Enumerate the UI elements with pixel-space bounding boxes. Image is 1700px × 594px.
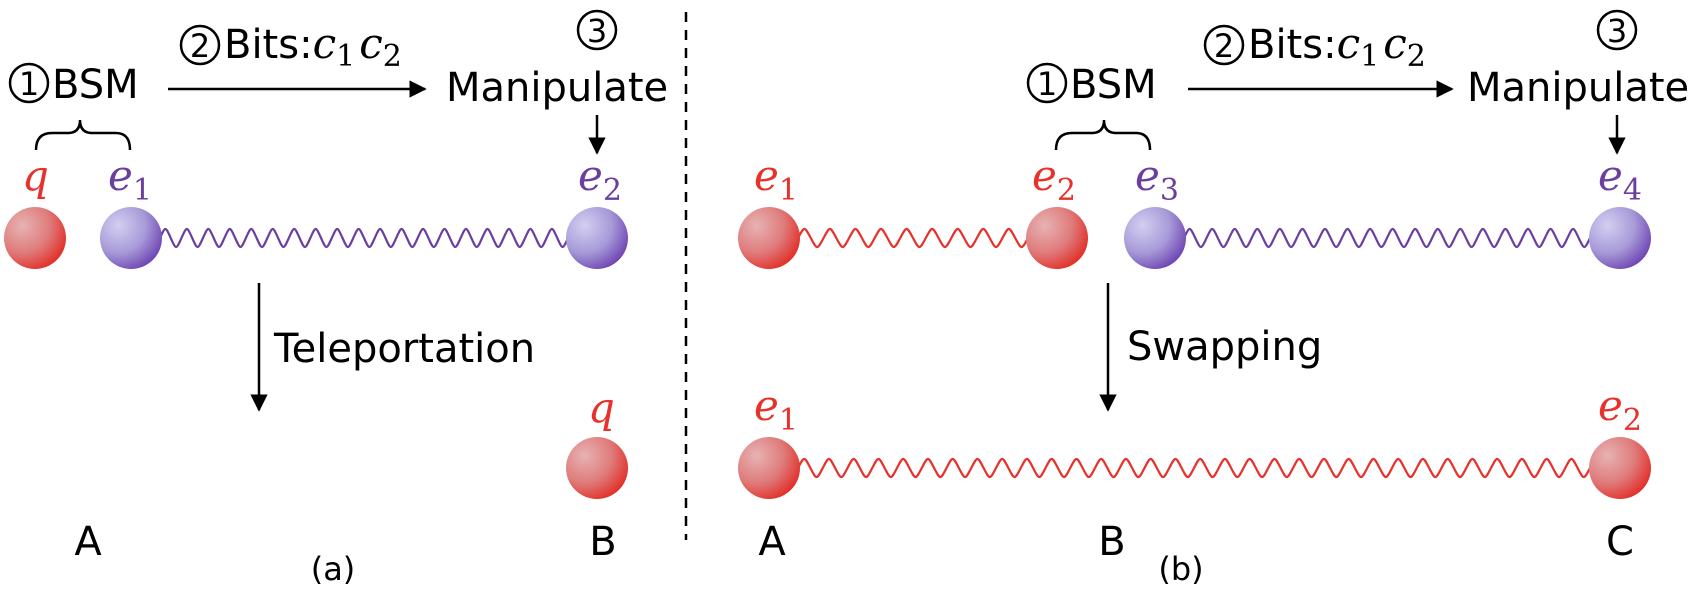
qubit-e2 [1026,207,1088,269]
circled-number-icon [179,24,221,66]
circled-number-icon [576,9,618,51]
node-a-label: A [74,519,102,565]
step1-b: 1 BSM [1026,62,1157,108]
node-b-label: B [1098,519,1125,565]
step3-b: 3 Manipulate [1467,9,1689,111]
step3-number: 3 [587,12,607,50]
particle-label-e3: e3 [1135,151,1179,208]
circled-number-icon [1026,62,1068,104]
step3-a: 3 Manipulate [446,9,668,111]
entanglement-wave [1183,227,1591,249]
qubit-e4 [1589,207,1651,269]
circled-number-icon [8,62,50,104]
qubit-q-teleported [566,437,628,499]
step3-number: 3 [1607,12,1627,50]
entanglement-wave [797,457,1591,479]
panel-a: 1 BSM 2 Bits:c1c2 3 Manipulate q e1 e2 [4,9,668,588]
node-b-label: B [589,519,616,565]
qubit-e1-swapped [738,437,800,499]
qubit-e1 [100,207,162,269]
particle-label-e2-swapped: e2 [1598,381,1642,438]
particle-label-e1-swapped: e1 [754,381,798,438]
step1-number: 1 [1037,65,1057,103]
node-c-label: C [1606,519,1634,565]
qubit-e2-swapped [1589,437,1651,499]
qubit-e1 [738,207,800,269]
circled-number-icon [1203,24,1245,66]
teleportation-label: Teleportation [273,326,535,372]
entanglement-wave [158,227,570,249]
bsm-label: BSM [52,62,139,108]
bits-label: Bits:c1c2 [1248,19,1426,74]
swapping-label: Swapping [1127,324,1322,370]
bits-label: Bits:c1c2 [224,19,402,74]
caption-b: (b) [1158,550,1203,588]
particle-label-e1: e1 [754,151,798,208]
step1-a: 1 BSM [8,62,139,108]
qubit-e2 [566,207,628,269]
entanglement-wave [797,227,1029,249]
manipulate-label: Manipulate [1467,65,1689,111]
node-a-label: A [758,519,786,565]
step2-b: 2 Bits:c1c2 [1203,19,1426,74]
circled-number-icon [1596,9,1638,51]
panel-b: 1 BSM 2 Bits:c1c2 3 Manipulate e1 e2 e3 … [738,9,1689,588]
step2-a: 2 Bits:c1c2 [179,19,402,74]
particle-label-e2: e2 [578,151,622,208]
bsm-label: BSM [1070,62,1157,108]
step1-number: 1 [19,65,39,103]
caption-a: (a) [311,550,356,588]
qubit-q [4,207,66,269]
brace-icon [1054,119,1152,151]
particle-label-e1: e1 [108,151,152,208]
particle-label-q-teleported: q [588,383,615,432]
manipulate-label: Manipulate [446,65,668,111]
step2-number: 2 [1214,27,1234,65]
qubit-e3 [1124,207,1186,269]
particle-label-e4: e4 [1598,151,1642,208]
step2-number: 2 [190,27,210,65]
brace-icon [34,119,132,151]
particle-label-q: q [22,151,49,200]
particle-label-e2: e2 [1032,151,1076,208]
